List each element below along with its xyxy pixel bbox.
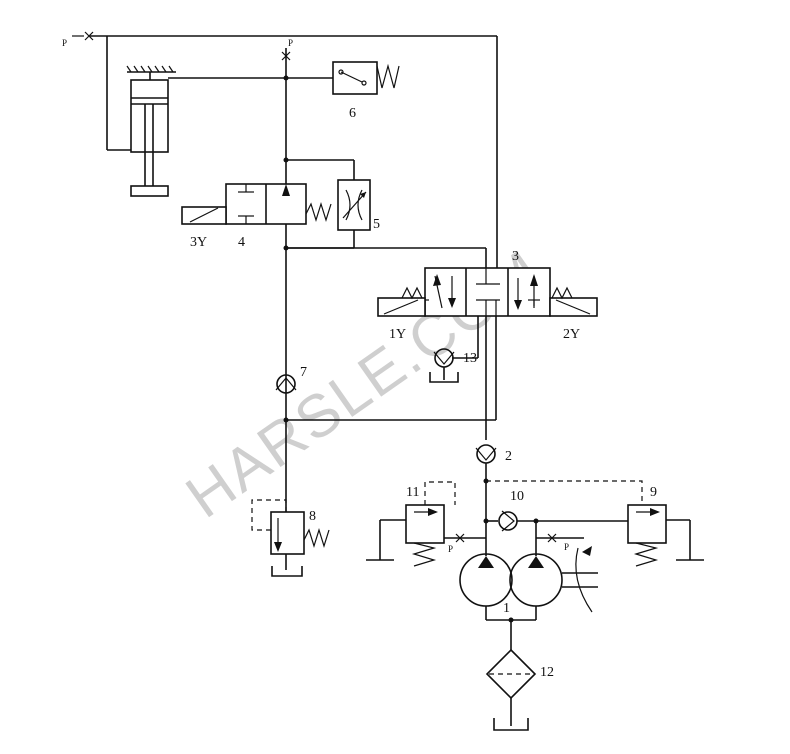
label-7: 7 (300, 365, 307, 380)
relief-valve-11: 11 P (366, 481, 486, 567)
pilot-line-9 (486, 480, 643, 505)
check-valve-7: 7 (275, 365, 307, 394)
label-12: 12 (540, 665, 554, 680)
check-valve-10: 10 (486, 489, 628, 556)
top-pilot-line: P (62, 31, 498, 268)
valve-4-and-throttle-5: 3Y 4 5 (181, 159, 380, 250)
label-2y: 2Y (563, 327, 580, 342)
label-5: 5 (373, 217, 380, 232)
label-8: 8 (309, 509, 316, 524)
label-6: 6 (349, 106, 356, 121)
label-3y: 3Y (190, 235, 207, 250)
label-4: 4 (238, 235, 245, 250)
check-valve-13: 13 (429, 316, 479, 383)
gauge-label-right-pump: P (564, 542, 569, 552)
gauge-label-left-pump: P (448, 544, 453, 554)
label-1: 1 (503, 601, 510, 616)
label-13: 13 (463, 351, 477, 366)
check-valve-2: 2 (475, 444, 512, 556)
sequence-valve-8: 8 (251, 499, 330, 577)
filter-12: 12 (485, 648, 554, 731)
label-9: 9 (650, 485, 657, 500)
relief-valve-9: 9 P (536, 485, 704, 567)
pressure-switch-6: 6 (332, 61, 400, 121)
label-1y: 1Y (389, 327, 406, 342)
pressure-line-to-valve-3 (286, 316, 497, 440)
label-10: 10 (510, 489, 524, 504)
label-3: 3 (512, 249, 519, 264)
label-2: 2 (505, 449, 512, 464)
gauge-label-top-left: P (62, 38, 67, 48)
directional-valve-3: 3 1Y 2Y (286, 247, 598, 342)
double-pump-1: 1 (459, 546, 598, 650)
hydraulic-cylinder (126, 65, 333, 197)
label-11: 11 (406, 485, 419, 500)
gauge-label-top: P (288, 38, 293, 48)
